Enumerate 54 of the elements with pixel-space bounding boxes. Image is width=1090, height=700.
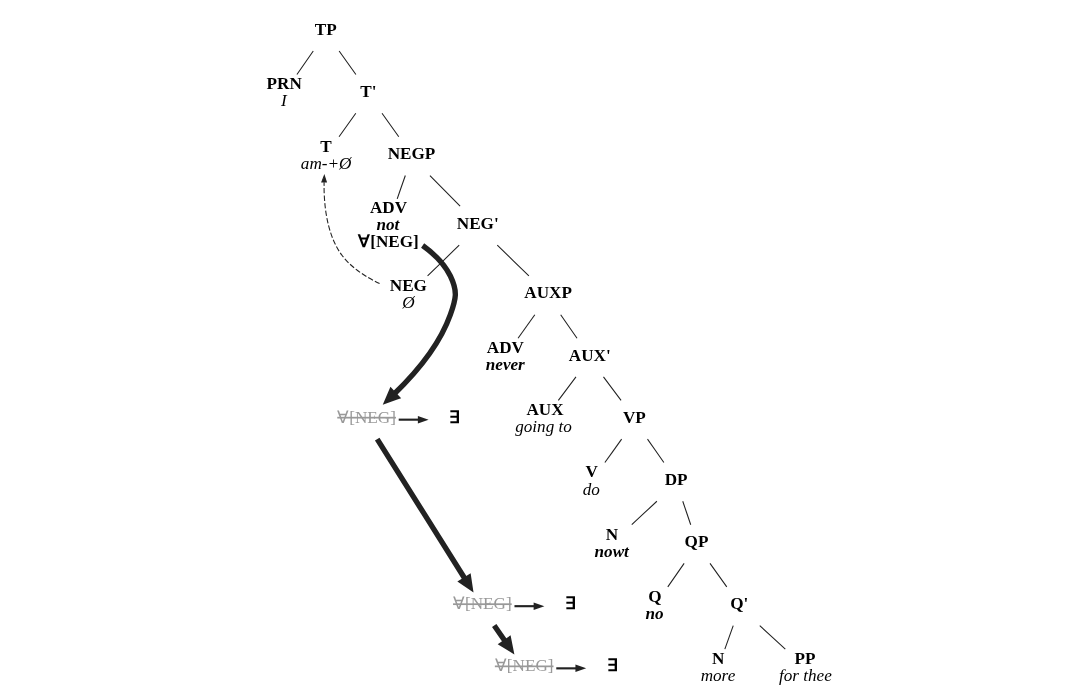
arrow — [398, 415, 429, 424]
connector — [630, 500, 657, 526]
node-text: ADV never — [485, 338, 525, 375]
node-text: ∃ — [606, 656, 618, 676]
node-text: PP for thee — [778, 648, 832, 685]
node-text: V do — [582, 462, 600, 499]
arrow — [374, 437, 474, 593]
node-text: QP — [684, 532, 708, 552]
connector — [428, 175, 461, 207]
connector — [559, 314, 578, 339]
connector — [426, 244, 460, 277]
connector — [646, 438, 664, 464]
node-text: AUX' — [568, 345, 611, 365]
connector — [723, 625, 734, 650]
connector — [396, 175, 406, 200]
connector — [758, 625, 786, 650]
connector — [666, 562, 685, 588]
node-text: NEGP — [387, 143, 435, 163]
node-text: NEG' — [456, 213, 499, 233]
connector — [602, 376, 622, 401]
node-text: PRN I — [266, 74, 302, 111]
node-text: Q' — [729, 594, 748, 614]
connector — [295, 50, 314, 76]
node-text: TP — [314, 19, 337, 39]
connector — [496, 244, 529, 277]
node-text: ∀[NEG] — [494, 656, 554, 676]
connector — [708, 562, 727, 588]
arrow — [320, 173, 380, 285]
connector — [338, 112, 356, 138]
node-text: Q no — [644, 586, 664, 623]
node-text: AUX going to — [514, 400, 572, 437]
node-text: ∀[NEG] — [336, 407, 396, 427]
node-text: T am-+Ø — [300, 136, 351, 173]
connector — [603, 438, 622, 464]
connector — [681, 500, 691, 526]
arrow — [513, 602, 544, 610]
node-text: VP — [622, 407, 646, 427]
node-text: NEG Ø — [389, 275, 427, 312]
node-text: ∃ — [448, 407, 460, 427]
connector — [338, 50, 356, 76]
arrow — [382, 243, 458, 405]
node-text: T' — [359, 81, 377, 101]
connector — [557, 376, 576, 401]
connector — [380, 112, 399, 138]
node-text: N nowt — [594, 524, 629, 561]
node-text: ∀[NEG] — [452, 594, 512, 614]
node-text: AUXP — [523, 283, 572, 303]
connector — [517, 314, 535, 339]
arrow — [491, 624, 514, 655]
node-text: ∃ — [564, 594, 576, 614]
node-text: DP — [664, 469, 688, 489]
node-text: N more — [700, 648, 735, 685]
node-text: ADV not ∀[NEG] — [357, 197, 419, 251]
arrow — [555, 664, 586, 673]
